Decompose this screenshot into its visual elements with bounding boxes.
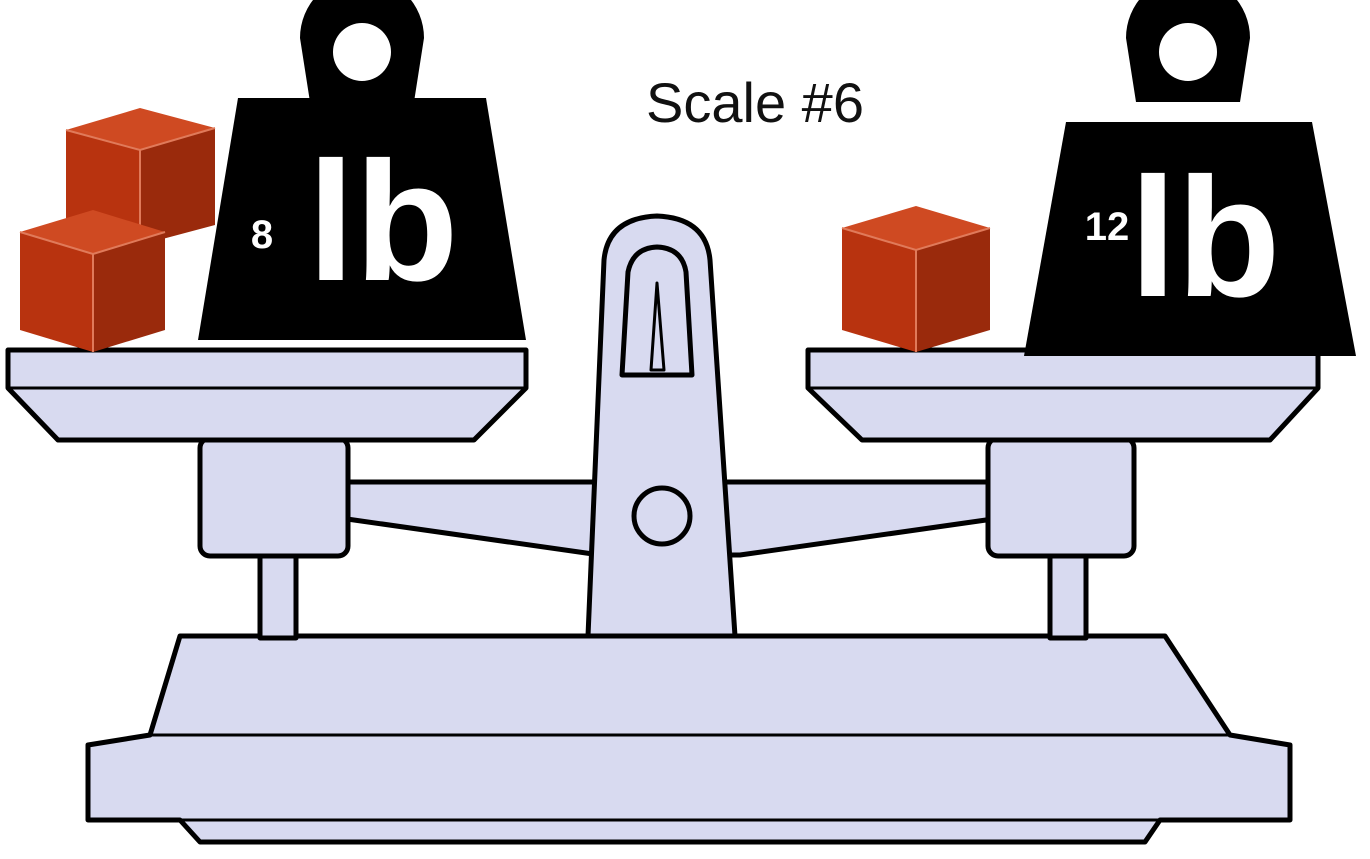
left-post bbox=[257, 545, 299, 641]
cube bbox=[19, 210, 166, 352]
weight-handle bbox=[300, 0, 424, 102]
right-pan bbox=[805, 347, 1321, 443]
left-cubes bbox=[19, 108, 216, 352]
cube bbox=[841, 206, 991, 352]
scale-title: Scale #6 bbox=[646, 71, 864, 134]
balance-scale bbox=[5, 213, 1321, 845]
right-pan-holder bbox=[985, 435, 1137, 559]
right-weight-value: 12 bbox=[1085, 205, 1130, 249]
left-weight-value: 8 bbox=[251, 213, 273, 257]
scale-needle bbox=[649, 281, 666, 372]
left-pan-holder bbox=[197, 435, 351, 559]
scale-base bbox=[85, 633, 1293, 845]
right-post bbox=[1047, 545, 1089, 641]
weight-body bbox=[1024, 122, 1356, 356]
right-weight: 12 lb bbox=[1024, 0, 1356, 356]
scale-pivot bbox=[631, 485, 693, 547]
cube bbox=[65, 108, 216, 245]
right-cubes bbox=[841, 206, 991, 352]
left-weight-unit: lb bbox=[307, 127, 458, 317]
left-pan bbox=[5, 347, 529, 443]
weight-body bbox=[198, 98, 526, 340]
weight-handle bbox=[1126, 0, 1250, 102]
right-weight-unit: lb bbox=[1129, 143, 1280, 333]
left-weight: 8 lb bbox=[198, 0, 526, 340]
